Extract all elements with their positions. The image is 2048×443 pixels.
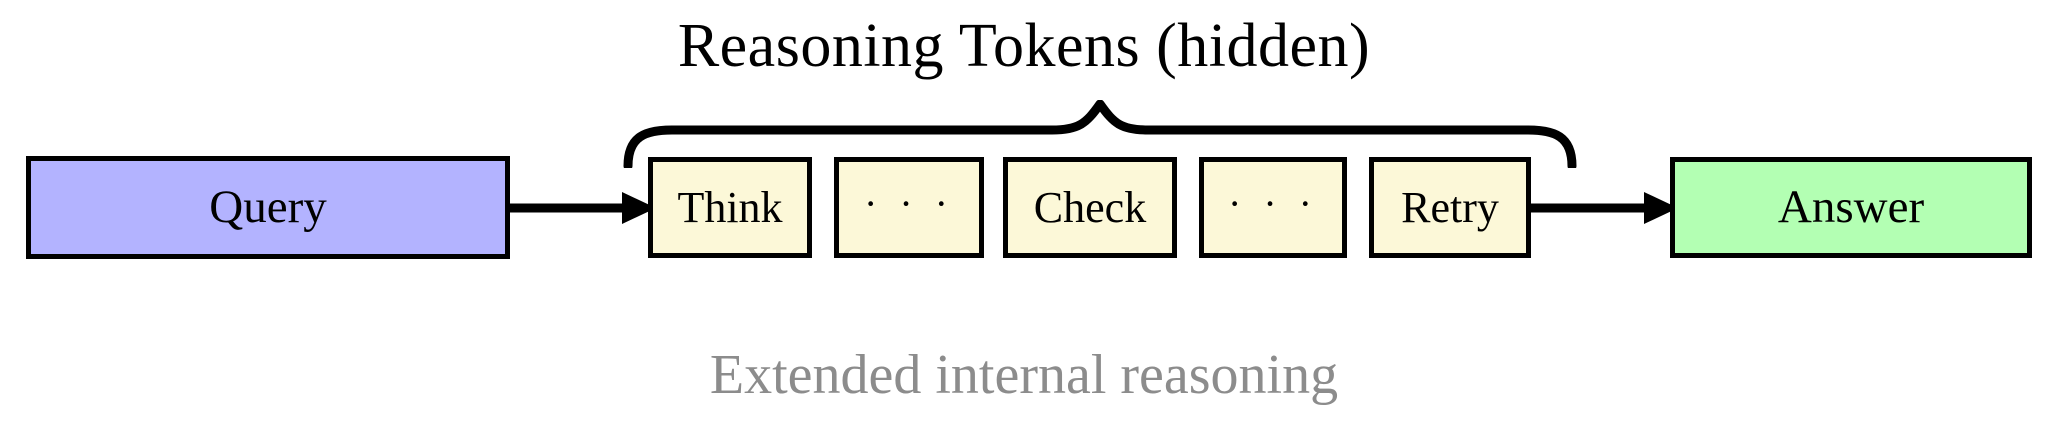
node-reasoning-check-label: Check	[1033, 182, 1147, 232]
node-reasoning-ellipsis-2-label: · · ·	[1228, 180, 1318, 226]
node-reasoning-think-label: Think	[677, 182, 783, 232]
node-answer-label: Answer	[1777, 181, 1925, 233]
node-reasoning-think[interactable]: Think	[648, 157, 812, 258]
node-reasoning-check[interactable]: Check	[1003, 157, 1177, 258]
node-reasoning-ellipsis-2[interactable]: · · ·	[1199, 157, 1347, 258]
reasoning-brace-icon	[623, 100, 1577, 168]
node-reasoning-ellipsis-1-label: · · ·	[864, 180, 954, 226]
node-reasoning-retry[interactable]: Retry	[1369, 157, 1531, 258]
node-reasoning-retry-label: Retry	[1401, 182, 1499, 232]
diagram-caption: Extended internal reasoning	[709, 344, 1339, 406]
brace-title: Reasoning Tokens (hidden)	[677, 12, 1371, 80]
node-reasoning-ellipsis-1[interactable]: · · ·	[834, 157, 984, 258]
node-query[interactable]: Query	[26, 156, 510, 259]
node-answer[interactable]: Answer	[1670, 157, 2032, 258]
arrow-query-to-think-icon	[508, 192, 656, 224]
arrow-retry-to-answer-icon	[1528, 192, 1678, 224]
node-query-label: Query	[209, 181, 327, 233]
